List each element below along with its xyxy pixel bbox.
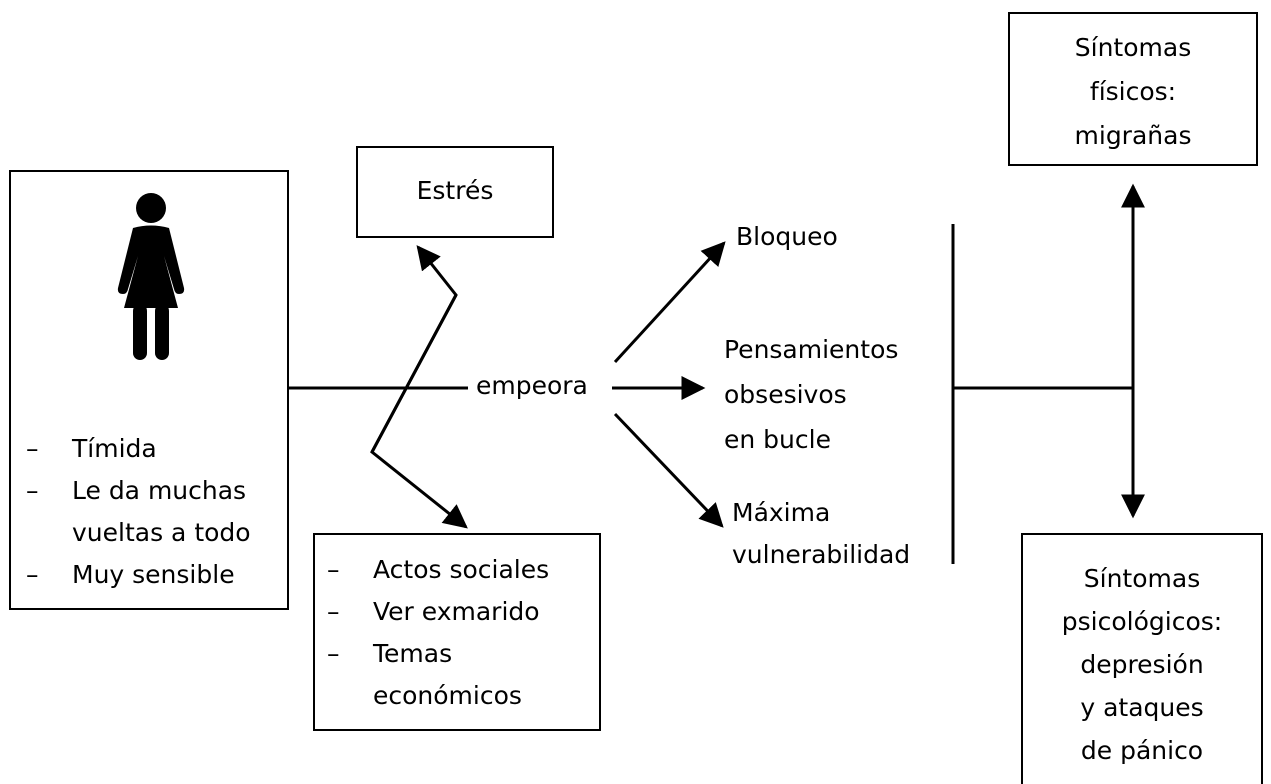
psych-symptoms-text: Síntomas psicológicos: depresión y ataqu… (1023, 557, 1261, 772)
stress-box: Estrés (356, 146, 554, 238)
trait-item: Muy sensible (26, 554, 251, 596)
stress-label: Estrés (416, 176, 494, 205)
psych-line: de pánico (1080, 736, 1204, 765)
trait-item: Tímida (26, 428, 251, 470)
bloqueo-label: Bloqueo (736, 222, 838, 251)
physical-line: migrañas (1074, 121, 1192, 150)
maxima-label: Máxima vulnerabilidad (732, 492, 910, 576)
psych-line: psicológicos: (1061, 607, 1223, 636)
physical-line: físicos: (1089, 77, 1177, 106)
physical-symptoms-text: Síntomas físicos: migrañas (1010, 26, 1256, 158)
trait-item: Le da muchas vueltas a todo (26, 470, 251, 554)
arrow-to-maxima (613, 412, 724, 528)
woman-icon (117, 193, 185, 360)
psych-line: depresión (1080, 650, 1204, 679)
triggers-box: Actos sociales Ver exmarido Temas económ… (313, 533, 601, 731)
maxima-line: vulnerabilidad (732, 540, 911, 569)
pensamientos-label: Pensamientos obsesivos en bucle (724, 327, 898, 462)
triggers-list: Actos sociales Ver exmarido Temas económ… (327, 549, 549, 717)
empeora-label: empeora (476, 371, 588, 400)
arrow-to-bloqueo (613, 241, 726, 364)
trait-text: Le da muchas vueltas a todo (72, 476, 251, 547)
trigger-item: Ver exmarido (327, 591, 549, 633)
psych-line: y ataques (1080, 693, 1204, 722)
pensamientos-line: Pensamientos (724, 335, 899, 364)
physical-line: Síntomas (1074, 33, 1192, 62)
pensamientos-line: obsesivos (724, 380, 847, 409)
person-box: Tímida Le da muchas vueltas a todo Muy s… (9, 170, 289, 610)
physical-symptoms-box: Síntomas físicos: migrañas (1008, 12, 1258, 166)
pensamientos-line: en bucle (724, 425, 831, 454)
maxima-line: Máxima (732, 498, 831, 527)
person-traits-list: Tímida Le da muchas vueltas a todo Muy s… (26, 428, 251, 596)
zigzag-to-estres (370, 245, 458, 453)
trigger-item: Temas económicos (327, 633, 549, 717)
psych-symptoms-box: Síntomas psicológicos: depresión y ataqu… (1021, 533, 1263, 784)
zigzag-to-triggers (370, 294, 468, 529)
trigger-item: Actos sociales (327, 549, 549, 591)
psych-line: Síntomas (1083, 564, 1201, 593)
